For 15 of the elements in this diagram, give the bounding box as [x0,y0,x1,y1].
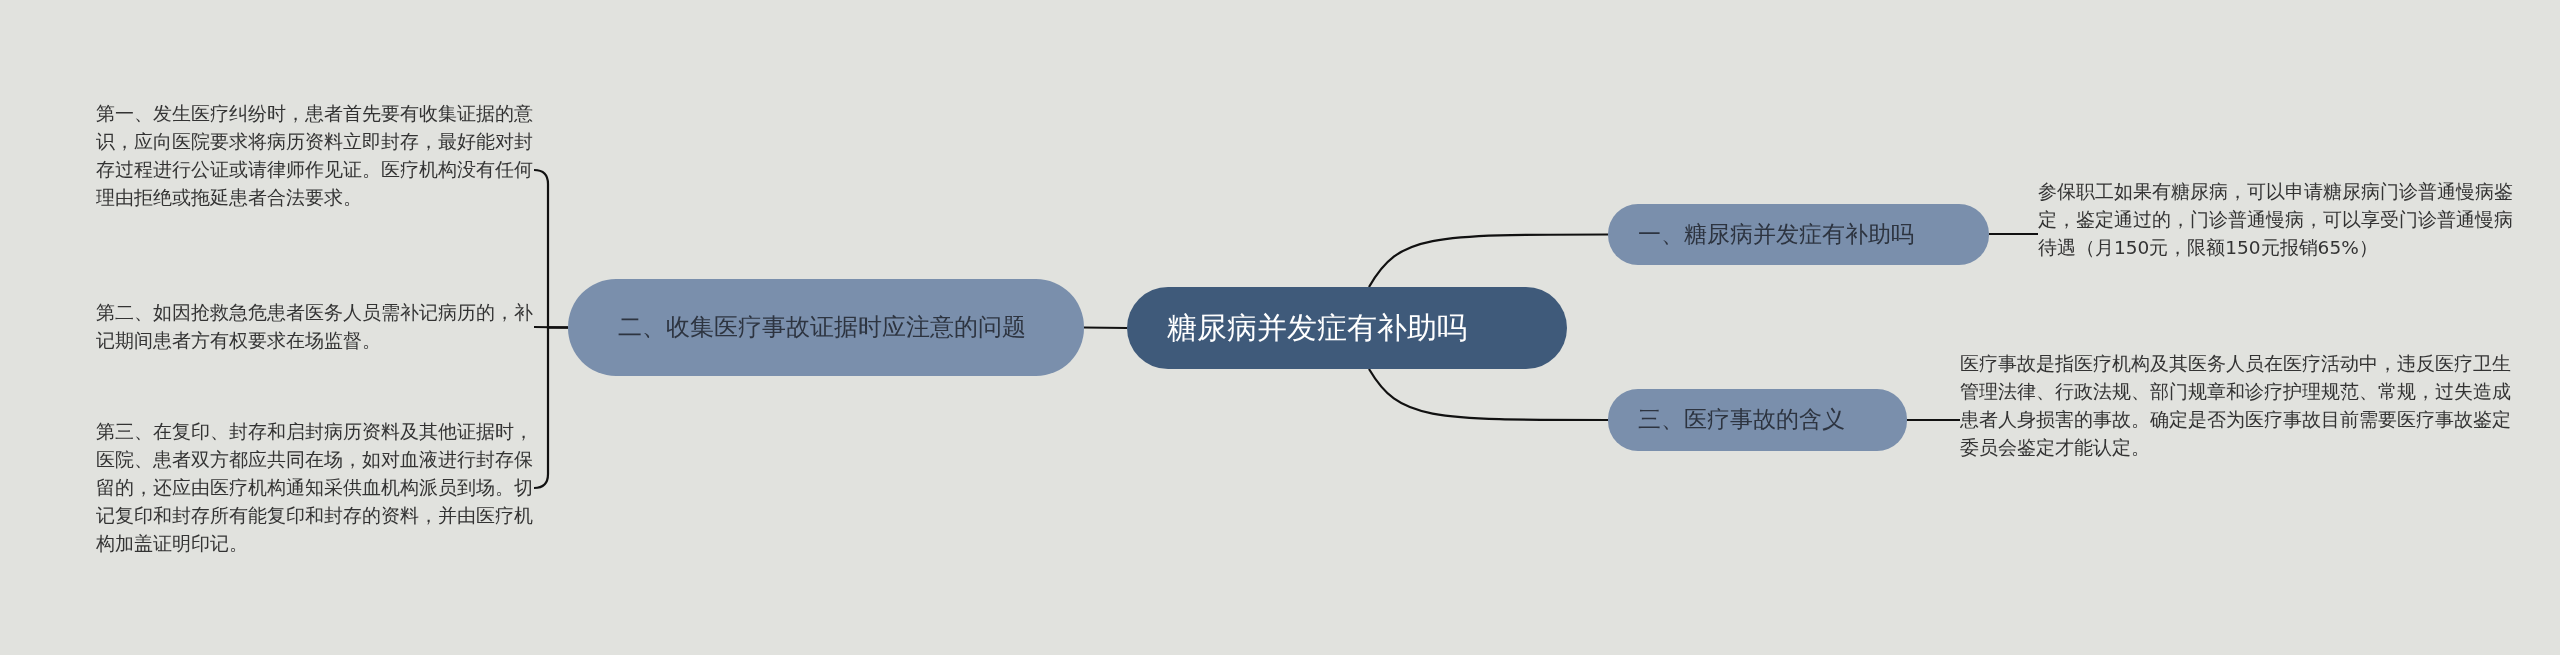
connector-line [533,326,568,490]
topic-note: 医疗事故是指医疗机构及其医务人员在医疗活动中，违反医疗卫生管理法律、行政法规、部门规章和诊疗护理规范、常规，过失造成患者人身损害的事故。确定是否为医疗事故目前需要医疗事故鉴定委员会鉴定才能认定。 [1960,352,2512,460]
branch-topic: 一、糖尿病并发症有补助吗 [1608,204,1989,265]
topic-note: 参保职工如果有糖尿病，可以申请糖尿病门诊普通慢病鉴定，鉴定通过的，门诊普通慢病，可以享受门诊普通慢病待遇（月150元，限额150元报销65%） [2038,180,2514,260]
connector-line [1368,368,1608,422]
connector-line [1907,418,1960,422]
topic-note: 第一、发生医疗纠纷时，患者首先要有收集证据的意识，应向医院要求将病历资料立即封存，最好能对封存过程进行公证或请律师作见证。医疗机构没有任何理由拒绝或拖延患者合法要求。 [96,102,534,210]
connector-line [1368,233,1608,288]
branch-topic: 三、医疗事故的含义 [1608,389,1907,451]
topic-note: 第三、在复印、封存和启封病历资料及其他证据时，医院、患者双方都应共同在场，如对血液进行封存保留的，还应由医疗机构通知采供血机构派员到场。切记复印和封存所有能复印和封存的资料，并由医疗机构加盖证明印记。 [96,420,534,556]
root-topic: 糖尿病并发症有补助吗 [1127,287,1567,369]
topic-note: 第二、如因抢救急危患者医务人员需补记病历的，补记期间患者方有权要求在场监督。 [96,301,534,353]
branch-topic: 二、收集医疗事故证据时应注意的问题 [568,279,1084,376]
connector-line [1989,232,2038,236]
connector-line [1084,326,1127,330]
